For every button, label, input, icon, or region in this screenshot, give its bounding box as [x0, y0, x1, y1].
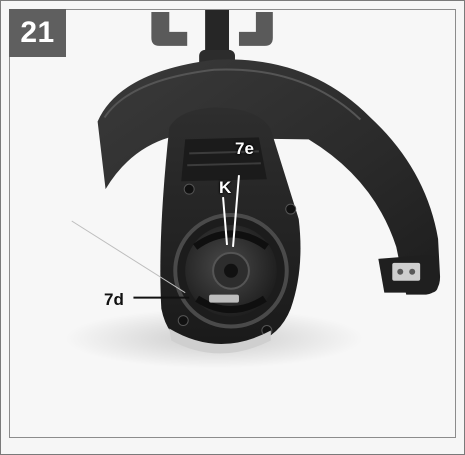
housing-screw-3 [177, 315, 189, 327]
guard-foot-edge [169, 328, 271, 354]
spool-slot-top [193, 230, 269, 250]
handle-left [151, 11, 188, 46]
callout-7e: 7e [235, 139, 254, 158]
leader-k [222, 197, 229, 245]
blade-screw-2 [409, 268, 416, 275]
vent-slot-2 [187, 162, 261, 167]
callout-7d: 7d [104, 290, 124, 309]
figure-number: 21 [9, 9, 66, 57]
blade-screw-1 [397, 268, 404, 275]
callout-k: K [219, 178, 232, 197]
spool-release-tab [209, 294, 239, 303]
handle-right [238, 11, 273, 46]
vent-slot-1 [189, 150, 259, 155]
vent-plate [181, 137, 267, 182]
figure-frame [9, 9, 456, 438]
guard-rim-highlight [103, 68, 362, 121]
trimmer-line-strand [71, 220, 186, 294]
line-cutter-blade [392, 262, 421, 281]
trimmer-head-photo [64, 10, 441, 369]
housing-screw-1 [183, 183, 195, 195]
housing-screw-2 [285, 203, 297, 215]
spool-hub-center [224, 263, 238, 278]
leader-7e [232, 175, 240, 247]
spool-slot-bottom [195, 295, 267, 313]
